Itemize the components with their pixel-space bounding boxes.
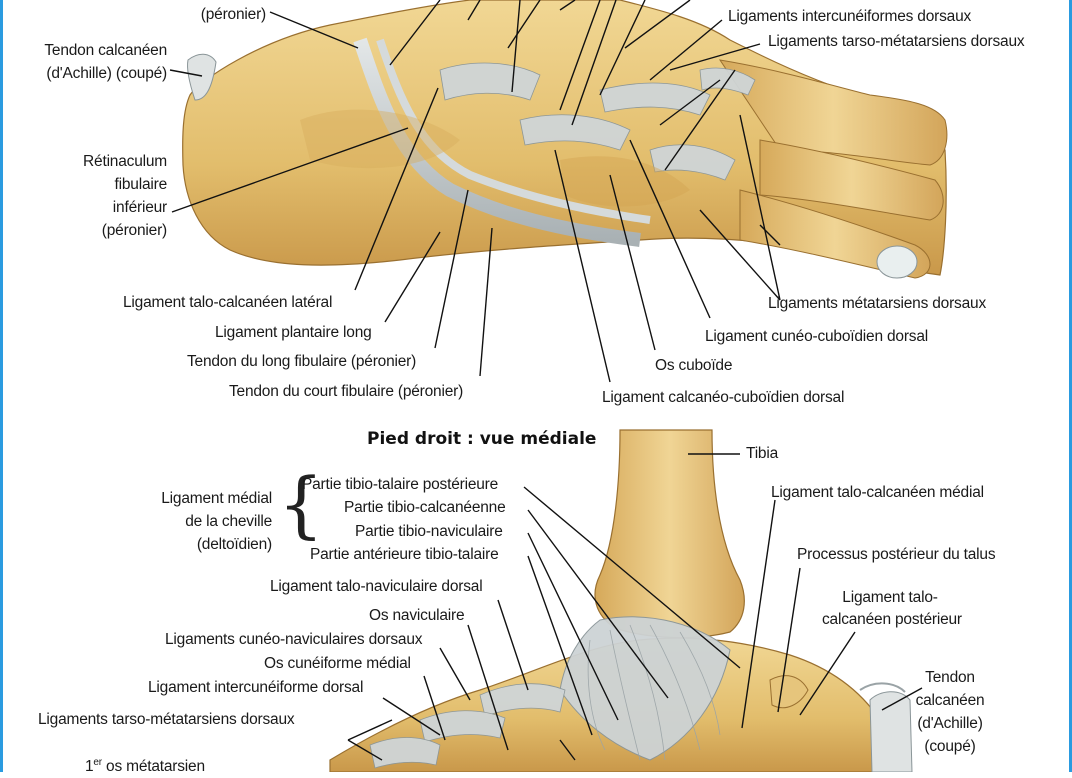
label-metatarsiens-dorsaux: Ligaments métatarsiens dorsaux <box>768 295 987 312</box>
label-peronier-top: (péronier) <box>200 6 266 23</box>
label-anterieure-tibio-talaire: Partie antérieure tibio-talaire <box>310 546 499 563</box>
label-tibio-calcaneenne: Partie tibio-calcanéenne <box>344 499 506 516</box>
label-talo-posterieur-2: calcanéen postérieur <box>822 611 962 628</box>
label-talo-calcaneen-medial: Ligament talo-calcanéen médial <box>771 484 984 501</box>
label-achille-lateral-1: Tendon calcanéen <box>44 42 167 59</box>
label-tarso-metatarsiens-lateral: Ligaments tarso-métatarsiens dorsaux <box>768 33 1025 50</box>
label-ligament-medial-2: de la cheville <box>185 513 272 530</box>
label-achille-medial-2: calcanéen <box>915 692 985 709</box>
tibia-bone <box>594 429 745 639</box>
label-os-cuboide: Os cuboïde <box>655 357 733 374</box>
right-edge-stripe <box>1069 0 1072 772</box>
brace-ligament-medial: { <box>278 462 324 546</box>
label-long-fibulaire: Tendon du long fibulaire (péronier) <box>187 353 417 370</box>
medial-view-foot <box>329 429 913 772</box>
label-achille-lateral-2: (d'Achille) (coupé) <box>46 65 167 82</box>
achilles-tendon-medial <box>869 691 913 772</box>
label-os-naviculaire: Os naviculaire <box>369 607 465 624</box>
label-ligament-medial-1: Ligament médial <box>161 490 272 507</box>
label-calcaneo-cuboidien: Ligament calcanéo-cuboïdien dorsal <box>602 389 845 406</box>
achilles-tendon-stub <box>187 53 217 101</box>
label-tibio-naviculaire: Partie tibio-naviculaire <box>355 523 503 540</box>
label-achille-medial-1: Tendon <box>925 669 975 686</box>
label-intercuneiforme-dorsal: Ligament intercunéiforme dorsal <box>148 679 364 696</box>
metatarsal-bones <box>718 59 948 166</box>
label-retinaculum-3: inférieur <box>112 199 167 216</box>
label-tibio-talaire-posterieure: Partie tibio-talaire postérieure <box>302 476 499 493</box>
medial-view-title: Pied droit : vue médiale <box>367 429 597 449</box>
label-processus-posterieur: Processus postérieur du talus <box>797 546 996 563</box>
label-cuneo-naviculaires: Ligaments cunéo-naviculaires dorsaux <box>165 631 423 648</box>
left-edge-stripe <box>0 0 3 772</box>
label-court-fibulaire: Tendon du court fibulaire (péronier) <box>229 383 464 400</box>
label-premier-metatarsien-ordinal: er <box>93 757 102 768</box>
label-tibia: Tibia <box>746 445 779 462</box>
label-ligament-medial-3: (deltoïdien) <box>196 536 272 553</box>
label-achille-medial-4: (coupé) <box>924 738 976 755</box>
label-premier-metatarsien: 1er os métatarsien <box>85 752 205 778</box>
label-intercuneiformes-dorsaux: Ligaments intercunéiformes dorsaux <box>728 8 972 25</box>
label-tarso-metatarsiens-medial: Ligaments tarso-métatarsiens dorsaux <box>38 711 295 728</box>
label-cuneo-cuboidien: Ligament cunéo-cuboïdien dorsal <box>705 328 929 345</box>
label-talo-calcaneen-lateral: Ligament talo-calcanéen latéral <box>123 294 333 311</box>
label-premier-metatarsien-text: os métatarsien <box>101 758 205 776</box>
label-os-cuneiforme-medial: Os cunéiforme médial <box>264 655 411 672</box>
label-plantaire-long: Ligament plantaire long <box>215 324 372 341</box>
label-retinaculum-4: (péronier) <box>101 222 167 239</box>
label-talo-posterieur-1: Ligament talo- <box>842 589 938 606</box>
label-retinaculum-2: fibulaire <box>114 176 168 193</box>
label-retinaculum-1: Rétinaculum <box>83 153 167 170</box>
leader-lines <box>169 0 923 761</box>
lateral-view-foot <box>182 0 948 279</box>
label-talo-naviculaire-dorsal: Ligament talo-naviculaire dorsal <box>270 578 483 595</box>
label-premier-metatarsien-number: 1 <box>85 758 94 776</box>
label-achille-medial-3: (d'Achille) <box>917 715 983 732</box>
